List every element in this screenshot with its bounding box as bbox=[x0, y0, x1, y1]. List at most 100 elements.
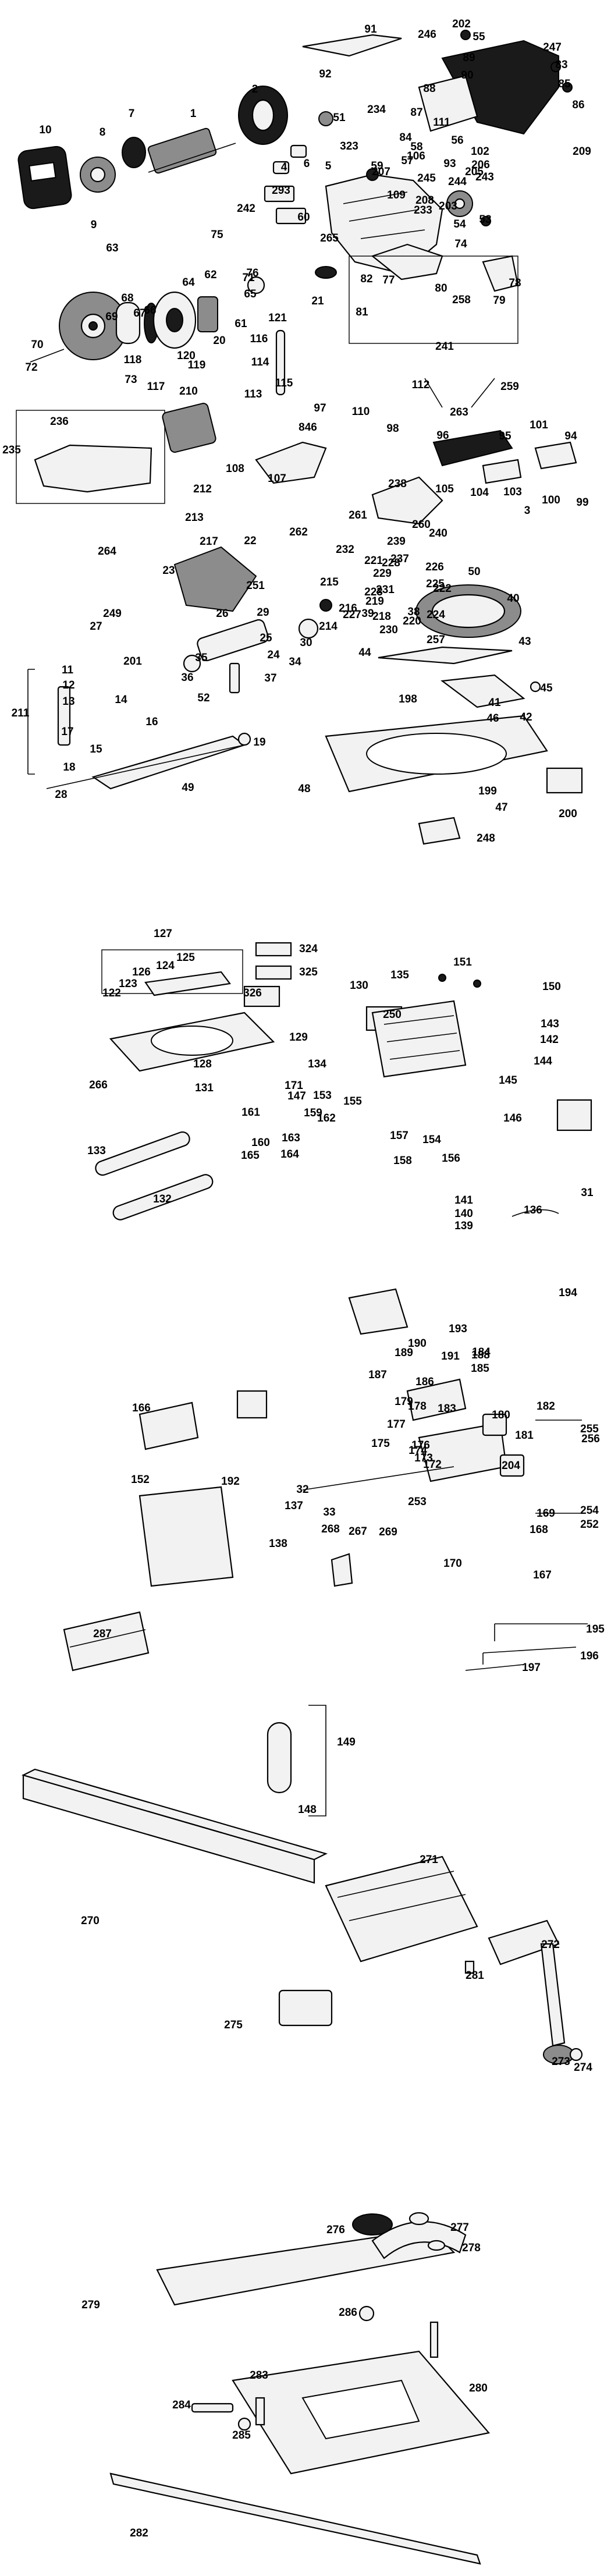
part-label-206: 206 bbox=[471, 159, 490, 171]
part-label-139: 139 bbox=[454, 1220, 473, 1232]
part-label-154: 154 bbox=[422, 1134, 441, 1146]
part-label-180: 180 bbox=[492, 1409, 510, 1421]
part-label-116: 116 bbox=[250, 333, 268, 345]
rip-fence-assembly bbox=[21, 1768, 583, 2064]
part-label-54: 54 bbox=[453, 218, 466, 230]
part-label-52: 52 bbox=[197, 692, 209, 704]
bench-clamp bbox=[63, 1611, 150, 1672]
part-label-112: 112 bbox=[412, 379, 430, 391]
part-label-198: 198 bbox=[399, 693, 417, 705]
part-label-48: 48 bbox=[298, 783, 310, 795]
part-label-179: 179 bbox=[395, 1396, 413, 1408]
part-label-26: 26 bbox=[216, 608, 228, 620]
part-label-138: 138 bbox=[269, 1538, 287, 1550]
part-label-224: 224 bbox=[427, 609, 445, 621]
part-label-232: 232 bbox=[336, 544, 354, 556]
part-label-266: 266 bbox=[89, 1079, 108, 1091]
part-label-229: 229 bbox=[373, 567, 392, 580]
part-label-124: 124 bbox=[156, 960, 175, 972]
part-label-27: 27 bbox=[90, 620, 102, 633]
support-bars bbox=[95, 1131, 559, 1220]
part-label-81: 81 bbox=[356, 306, 368, 318]
part-label-76: 76 bbox=[246, 267, 258, 279]
switch-box-assembly bbox=[371, 974, 592, 1131]
part-label-225: 225 bbox=[426, 578, 445, 590]
part-label-142: 142 bbox=[540, 1034, 559, 1046]
part-label-287: 287 bbox=[93, 1628, 112, 1640]
part-label-34: 34 bbox=[289, 656, 301, 668]
part-label-188: 188 bbox=[471, 1349, 490, 1361]
part-label-227: 227 bbox=[343, 609, 361, 621]
part-label-35: 35 bbox=[195, 652, 208, 664]
part-label-326: 326 bbox=[243, 987, 262, 999]
wrench-set bbox=[465, 1623, 588, 1671]
switch-and-wiring bbox=[275, 243, 519, 408]
part-label-75: 75 bbox=[211, 229, 223, 241]
part-label-185: 185 bbox=[471, 1362, 489, 1375]
part-label-38: 38 bbox=[407, 606, 420, 618]
part-label-82: 82 bbox=[360, 273, 372, 285]
part-label-58: 58 bbox=[410, 141, 422, 153]
part-label-47: 47 bbox=[495, 801, 507, 814]
part-label-275: 275 bbox=[224, 2019, 243, 2031]
part-label-195: 195 bbox=[586, 1623, 605, 1635]
part-label-28: 28 bbox=[55, 789, 67, 801]
part-label-325: 325 bbox=[299, 966, 318, 978]
part-label-204: 204 bbox=[502, 1460, 520, 1472]
part-label-2: 2 bbox=[252, 83, 258, 95]
part-label-281: 281 bbox=[466, 1970, 484, 1982]
part-label-130: 130 bbox=[350, 980, 368, 992]
part-label-243: 243 bbox=[475, 171, 494, 183]
part-label-158: 158 bbox=[393, 1155, 412, 1167]
part-label-267: 267 bbox=[349, 1525, 367, 1538]
part-label-162: 162 bbox=[317, 1112, 336, 1124]
part-label-68: 68 bbox=[121, 292, 133, 304]
part-label-172: 172 bbox=[423, 1459, 442, 1471]
part-label-260: 260 bbox=[412, 519, 431, 531]
part-label-132: 132 bbox=[153, 1193, 172, 1205]
part-label-97: 97 bbox=[314, 402, 326, 414]
part-label-41: 41 bbox=[488, 697, 501, 709]
part-label-79: 79 bbox=[493, 294, 505, 307]
part-label-143: 143 bbox=[541, 1018, 559, 1030]
lower-guard-assembly bbox=[16, 403, 577, 525]
part-label-167: 167 bbox=[533, 1569, 552, 1581]
part-label-33: 33 bbox=[323, 1506, 335, 1518]
part-label-100: 100 bbox=[542, 494, 560, 506]
part-label-237: 237 bbox=[390, 553, 409, 565]
blade-and-spindle bbox=[30, 276, 265, 363]
part-label-67: 67 bbox=[133, 307, 145, 320]
part-label-144: 144 bbox=[534, 1055, 552, 1067]
part-label-148: 148 bbox=[298, 1804, 317, 1816]
part-label-186: 186 bbox=[415, 1376, 434, 1388]
part-label-169: 169 bbox=[537, 1507, 555, 1520]
upper-handle-assembly bbox=[302, 30, 573, 135]
part-label-63: 63 bbox=[106, 242, 118, 254]
part-label-239: 239 bbox=[387, 535, 406, 548]
part-label-59: 59 bbox=[371, 160, 383, 172]
part-label-17: 17 bbox=[61, 726, 73, 738]
motor-assembly bbox=[17, 86, 333, 210]
part-label-13: 13 bbox=[62, 696, 74, 708]
part-label-137: 137 bbox=[285, 1500, 303, 1512]
part-label-43: 43 bbox=[518, 636, 531, 648]
part-label-135: 135 bbox=[390, 969, 409, 981]
part-label-19: 19 bbox=[253, 736, 265, 748]
part-label-85: 85 bbox=[558, 78, 571, 90]
part-label-234: 234 bbox=[367, 104, 386, 116]
part-label-272: 272 bbox=[541, 1939, 560, 1951]
part-label-114: 114 bbox=[251, 356, 269, 368]
part-label-141: 141 bbox=[454, 1194, 473, 1207]
part-label-150: 150 bbox=[542, 981, 561, 993]
part-label-61: 61 bbox=[235, 318, 247, 330]
part-label-246: 246 bbox=[418, 29, 436, 41]
part-label-74: 74 bbox=[454, 238, 467, 250]
part-label-274: 274 bbox=[574, 2061, 592, 2074]
part-label-323: 323 bbox=[340, 140, 358, 152]
part-label-248: 248 bbox=[477, 832, 495, 845]
part-label-208: 208 bbox=[415, 194, 434, 207]
part-label-194: 194 bbox=[559, 1287, 577, 1299]
part-label-249: 249 bbox=[103, 608, 122, 620]
part-label-131: 131 bbox=[195, 1082, 214, 1094]
